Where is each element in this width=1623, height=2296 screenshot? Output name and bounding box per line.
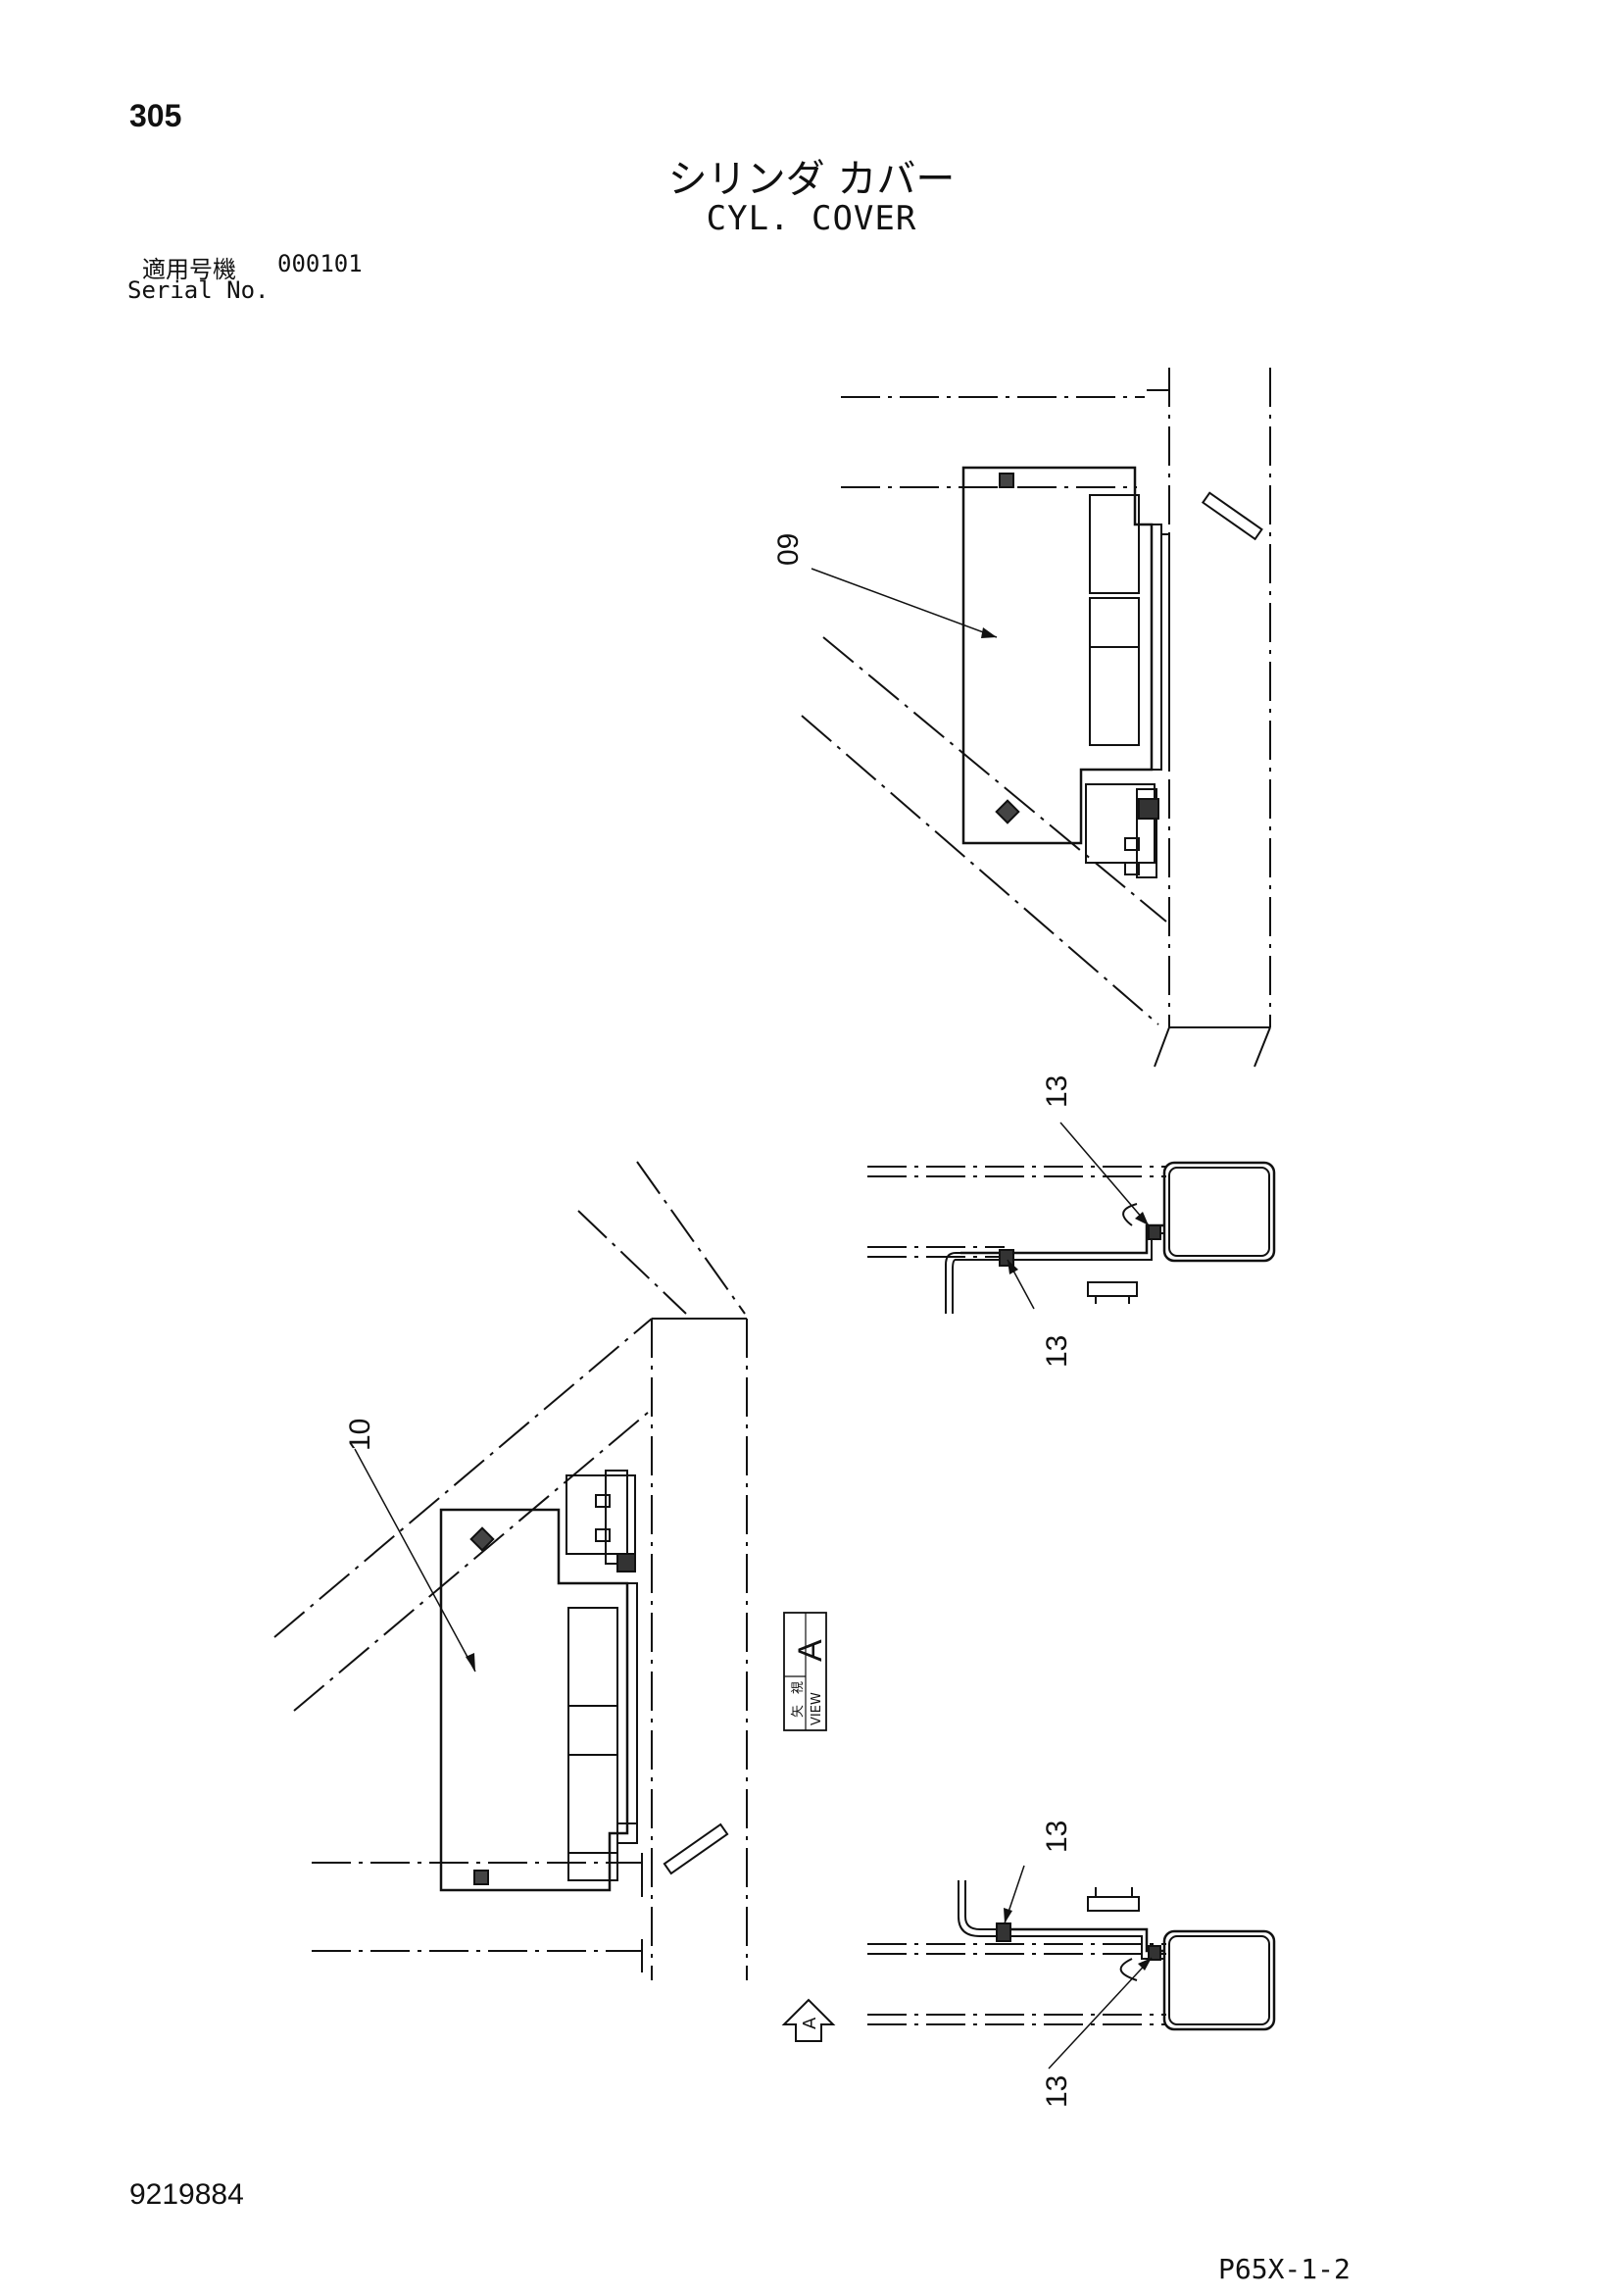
bolt-icon	[469, 1526, 495, 1552]
arrow-letter: A	[800, 2017, 820, 2029]
bar	[663, 1822, 729, 1875]
serial-label-japanese: 適用号機	[142, 256, 236, 283]
part-callout-10: 10	[344, 1419, 376, 1451]
cylinder-cover-09	[961, 466, 1154, 845]
document-number: 9219884	[129, 2178, 244, 2211]
diagonal-centerline	[822, 636, 1167, 923]
diagonal-centerline	[273, 1318, 653, 1638]
part-callout-13: 13	[1041, 1075, 1073, 1108]
square-tube	[1162, 1161, 1276, 1263]
title-japanese: シリンダ カバー	[667, 157, 956, 202]
part-callout-13: 13	[1041, 1335, 1073, 1368]
section-view-lower	[867, 1865, 1276, 2070]
view-arrow-icon	[781, 1998, 836, 2042]
cylinder-cover-10	[439, 1508, 629, 1892]
view-label-jp-1: 矢	[791, 1705, 806, 1718]
serial-label-english: Serial No.	[127, 276, 270, 304]
diagonal-centerline	[293, 1411, 650, 1712]
view-letter: A	[792, 1639, 829, 1662]
bolt-icon	[995, 799, 1020, 824]
leader-line-13	[1059, 1122, 1150, 1226]
title-english: CYL. COVER	[706, 199, 917, 238]
leader-line-10	[354, 1448, 476, 1672]
upper-assembly	[801, 368, 1271, 1068]
view-label-jp-2: 視	[791, 1681, 806, 1694]
leader-line-09	[811, 568, 998, 638]
lower-assembly	[273, 1161, 748, 1980]
leader-line-13	[1048, 1957, 1153, 2070]
diagonal-centerline	[801, 715, 1159, 1025]
page-code: P65X-1-2	[1218, 2253, 1351, 2285]
part-callout-09: 09	[772, 533, 805, 566]
bar	[1201, 491, 1263, 541]
serial-value: 000101	[277, 250, 363, 277]
part-callout-13: 13	[1041, 2075, 1073, 2108]
cylinder-segment	[1089, 494, 1140, 594]
view-label-en: VIEW	[810, 1692, 824, 1725]
page-number: 305	[129, 98, 182, 133]
section-view-upper	[867, 1122, 1276, 1314]
bolt-icon	[999, 473, 1014, 488]
bolt-icon	[473, 1870, 489, 1885]
part-callout-13: 13	[1041, 1821, 1073, 1853]
view-a-box	[783, 1612, 827, 1731]
square-tube	[1162, 1929, 1276, 2031]
